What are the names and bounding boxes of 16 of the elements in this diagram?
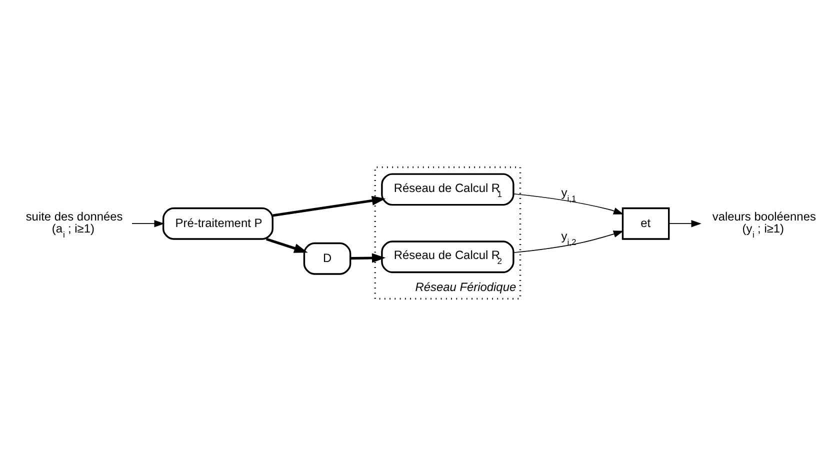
arrow (350, 252, 386, 262)
node-text: suite des données (a$_{i}$ ; i≥1) (26, 208, 123, 239)
edge-label: y$_{i,2}$ (561, 228, 576, 246)
node-box: D (303, 242, 352, 274)
node-box: et (622, 206, 670, 240)
arrow (513, 192, 624, 214)
node-box: Pré-traitement P (162, 206, 274, 240)
node-box: Réseau de Calcul R$_{1}$ (381, 172, 514, 206)
arrow (272, 195, 386, 216)
edge-label: y$_{i,1}$ (561, 184, 576, 203)
arrow (668, 220, 702, 227)
arrow (513, 230, 624, 253)
node-box: Réseau de Calcul R$_{2}$ (381, 240, 514, 273)
arrow (132, 220, 165, 227)
node-text: valeurs booléennes (y$_{i}$ ; i≥1) (712, 208, 816, 239)
arrow (266, 237, 308, 252)
